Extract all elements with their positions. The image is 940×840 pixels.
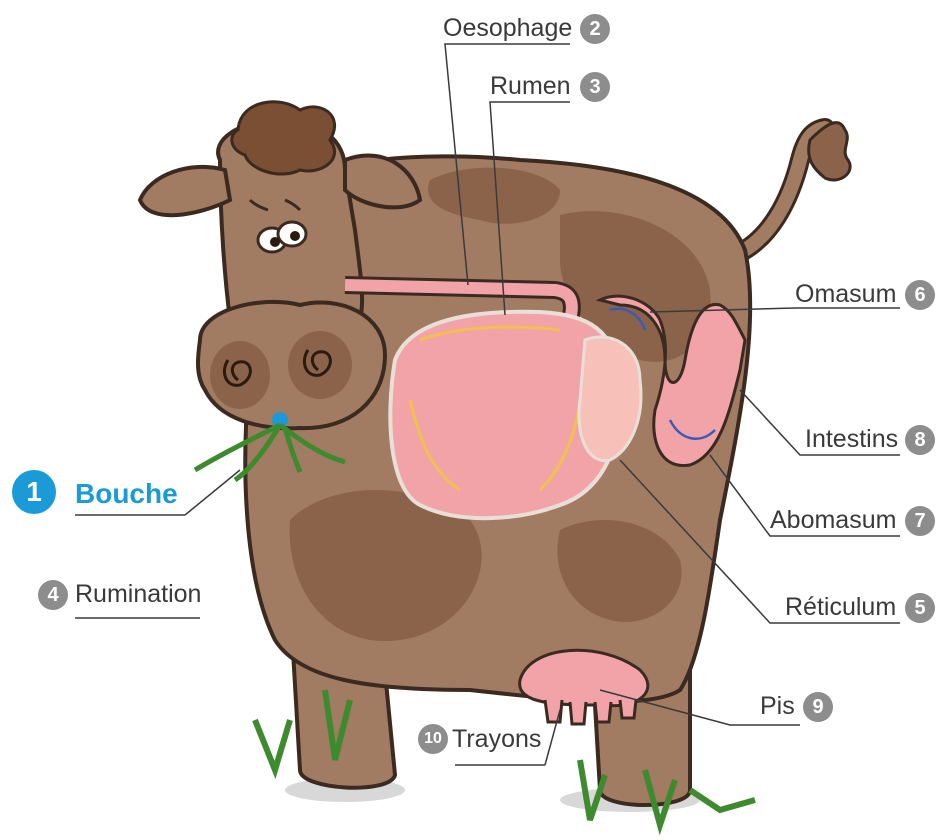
badge-2: 2: [580, 14, 610, 44]
badge-9: 9: [803, 692, 833, 722]
pupil: [290, 231, 300, 241]
label-omasum: Omasum: [795, 282, 896, 307]
nostril-area: [288, 331, 352, 399]
badge-6: 6: [905, 280, 935, 310]
label-abomasum: Abomasum: [770, 508, 896, 533]
label-rumen: Rumen: [490, 74, 571, 99]
label-pis: Pis: [760, 694, 795, 719]
label-rumination: Rumination: [75, 582, 201, 607]
badge-10: 10: [418, 724, 448, 754]
nostril-area: [210, 341, 270, 409]
badge-7: 7: [905, 506, 935, 536]
badge-1: 1: [12, 470, 56, 514]
label-trayons: Trayons: [452, 727, 541, 752]
label-reticulum: Réticulum: [785, 595, 896, 620]
badge-4: 4: [38, 580, 68, 610]
label-oesophage: Oesophage: [443, 16, 572, 41]
left-ear: [140, 167, 230, 215]
label-intestins: Intestins: [805, 427, 898, 452]
badge-3: 3: [580, 72, 610, 102]
badge-8: 8: [905, 425, 935, 455]
label-bouche: Bouche: [75, 480, 178, 508]
pupil: [270, 237, 280, 247]
badge-5: 5: [905, 593, 935, 623]
